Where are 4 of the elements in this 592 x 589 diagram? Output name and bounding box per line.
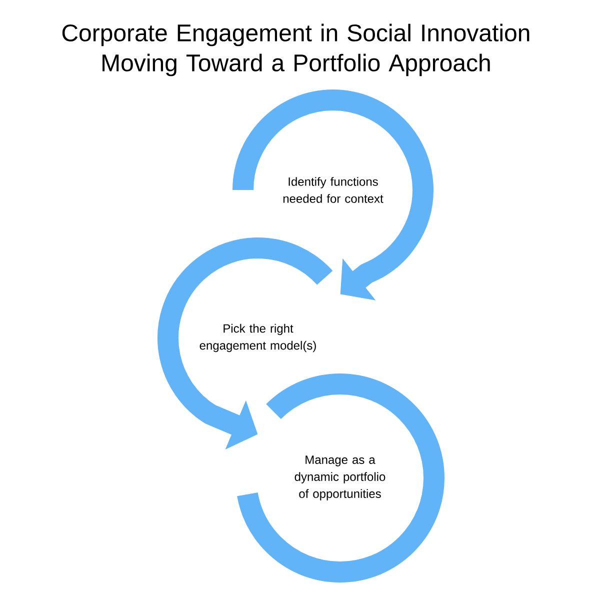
step-text: Identify functions needed for context bbox=[283, 177, 384, 203]
step-text: Pick the right engagement model(s) bbox=[200, 324, 316, 352]
step-text: Manage as a dynamic portfolio of opportunities bbox=[294, 456, 386, 500]
title: Corporate Engagement in Social Innovation Moving Toward a Portfolio Approach bbox=[62, 24, 530, 76]
